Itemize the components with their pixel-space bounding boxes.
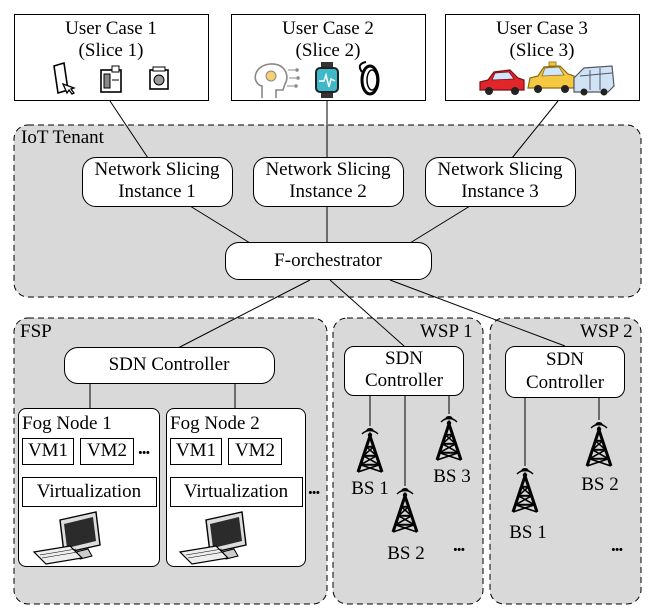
- wsp1-bs2-label: BS 2: [387, 543, 425, 564]
- wsp1-bs1-label: BS 1: [351, 478, 389, 499]
- slicing-instance-1: [82, 157, 233, 207]
- fog-node-1-virtualization: [22, 477, 157, 507]
- slicing-instance-1-line1: Network Slicing: [94, 159, 220, 180]
- fog-node-1-virtualization-label: Virtualization: [36, 481, 142, 502]
- touchscreen-icon: [53, 61, 76, 95]
- slicing-instance-2-line1: Network Slicing: [265, 159, 391, 180]
- wsp1-bs2-tower-icon: [391, 488, 419, 533]
- red-car-icon: [479, 69, 525, 95]
- fog-node-1-vm2: [80, 438, 134, 465]
- ring-icon: [358, 61, 380, 96]
- use-case-2-title: User Case 2: [282, 18, 374, 39]
- slicing-instance-1-line2: Instance 1: [118, 181, 196, 202]
- wsp1-ellipsis: ...: [453, 535, 465, 556]
- link-orch-fsp: [177, 279, 311, 349]
- fog-node-1-ellipsis: ...: [138, 438, 150, 459]
- use-case-3-slice: (Slice 3): [509, 40, 575, 61]
- wsp1-bs3-tower-icon: [435, 416, 463, 461]
- fog-node-2-vm1-label: VM1: [175, 440, 217, 461]
- wsp2-sdn-controller-line2: Controller: [525, 372, 605, 393]
- fog-node-1-vm1: [22, 438, 74, 465]
- fog-node-1-vm1-label: VM1: [27, 440, 69, 461]
- wsp1-label: WSP 1: [420, 321, 473, 342]
- fog-node-2-virtualization: [170, 477, 303, 507]
- use-case-icons: [53, 61, 615, 98]
- fog-node-2-virtualization-label: Virtualization: [183, 481, 289, 502]
- fsp-sdn-controller-box: [64, 347, 275, 384]
- slicing-instance-2-line2: Instance 2: [289, 181, 367, 202]
- fsp-sdn-controller-label: SDN Controller: [108, 354, 230, 375]
- wsp2-bs1-label: BS 1: [509, 522, 547, 543]
- wsp2-bs2-tower-icon: [585, 422, 613, 467]
- fog-node-2-vm2-label: VM2: [234, 440, 276, 461]
- slicing-instance-2: [253, 157, 404, 207]
- fsp-ellipsis: ...: [308, 478, 320, 499]
- wsp1-sdn-controller-box: [344, 346, 464, 396]
- fog-node-1-title: Fog Node 1: [22, 413, 112, 434]
- f-orchestrator-box: [225, 242, 432, 280]
- use-case-3-title: User Case 3: [496, 18, 588, 39]
- wsp2-ellipsis: ...: [611, 535, 623, 556]
- fog-node-2-title: Fog Node 2: [170, 413, 260, 434]
- wsp2-sdn-controller-box: [505, 346, 625, 398]
- wsp1-sdn-controller-line1: SDN: [384, 348, 424, 369]
- use-case-1-title: User Case 1: [65, 18, 157, 39]
- fog-node-2-vm1: [170, 438, 222, 465]
- camera-icon: [149, 66, 169, 90]
- wsp2-label: WSP 2: [580, 321, 633, 342]
- wsp2-bs1-tower-icon: [511, 468, 539, 513]
- fog-node-2-vm2: [228, 438, 282, 465]
- link-orch-wsp2: [389, 279, 566, 347]
- machine-icon: [100, 65, 122, 93]
- slicing-instance-3-line2: Instance 3: [461, 181, 539, 202]
- wsp1-bs3-label: BS 3: [433, 466, 471, 487]
- link-uc3-nsi3: [511, 100, 559, 159]
- f-orchestrator-label: F-orchestrator: [274, 250, 382, 271]
- link-uc1-nsi1: [109, 100, 149, 159]
- ai-head-icon: [254, 63, 300, 98]
- wsp2-bs2-label: BS 2: [581, 474, 619, 495]
- link-orch-wsp1: [329, 279, 405, 347]
- fsp-label: FSP: [20, 321, 52, 342]
- slicing-instance-3: [425, 157, 576, 207]
- bus-icon: [573, 65, 615, 96]
- wsp1-sdn-controller-line2: Controller: [364, 370, 444, 391]
- use-case-1-slice: (Slice 1): [78, 40, 144, 61]
- wsp2-sdn-controller-line1: SDN: [545, 349, 585, 370]
- link-nsi3-orch: [409, 205, 471, 244]
- use-case-2-slice: (Slice 2): [295, 40, 361, 61]
- taxi-icon: [527, 61, 575, 93]
- iot-tenant-label: IoT Tenant: [21, 127, 104, 148]
- smartwatch-icon: [315, 62, 339, 98]
- fog-node-1-vm2-label: VM2: [86, 440, 128, 461]
- wsp1-bs1-tower-icon: [356, 428, 384, 473]
- link-nsi1-orch: [189, 205, 251, 244]
- slicing-instance-3-line1: Network Slicing: [437, 159, 563, 180]
